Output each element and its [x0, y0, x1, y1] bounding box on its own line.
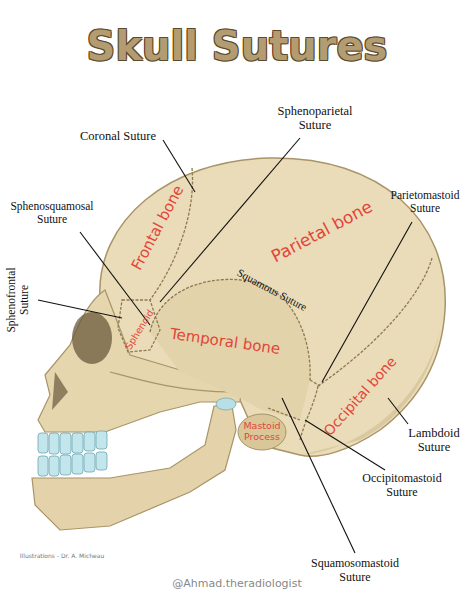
- watermark: @Ahmad.theradiologist: [172, 578, 301, 591]
- leader-line: [305, 420, 385, 470]
- leader-line: [322, 222, 412, 382]
- mastoid-process: [238, 414, 286, 450]
- bone-label: Sphenoid: [124, 308, 157, 351]
- leader-line: [163, 140, 195, 192]
- condyle: [216, 398, 236, 410]
- bone-label: Mastoid Process: [239, 421, 285, 443]
- title: Skull Sutures: [87, 23, 388, 69]
- suture-label: Occipitomastoid Suture: [347, 472, 457, 500]
- leader-line: [388, 398, 408, 424]
- occipitomastoid-line: [300, 386, 318, 440]
- suture-label: Sphenosquamosal Suture: [9, 200, 95, 226]
- suture-label: Sphenofrontal Suture: [5, 264, 31, 336]
- bone-label: Temporal bone: [169, 326, 281, 359]
- suture-label: Sphenoparietal Suture: [260, 104, 370, 133]
- sphenoid-outline: [118, 300, 160, 352]
- mandible: [32, 406, 236, 530]
- suture-label: Squamous Suture: [235, 266, 309, 313]
- teeth: [38, 431, 107, 476]
- leader-line: [160, 138, 300, 302]
- parietomastoid-line: [310, 380, 320, 386]
- suture-label: Squamosomastoid Suture: [295, 557, 415, 585]
- leader-line: [38, 300, 122, 318]
- suture-label: Coronal Suture: [80, 129, 156, 143]
- nasal-aperture: [52, 372, 68, 410]
- suture-label: Parietomastoid Suture: [384, 189, 466, 215]
- suture-label: Lambdoid Suture: [399, 426, 469, 455]
- bone-label: Frontal bone: [128, 183, 187, 274]
- credit-text: Illustrations - Dr. A. Micheau: [20, 553, 104, 560]
- orbit: [72, 312, 112, 364]
- bone-label: Parietal bone: [268, 197, 376, 267]
- bone-label: Occipital bone: [320, 353, 399, 438]
